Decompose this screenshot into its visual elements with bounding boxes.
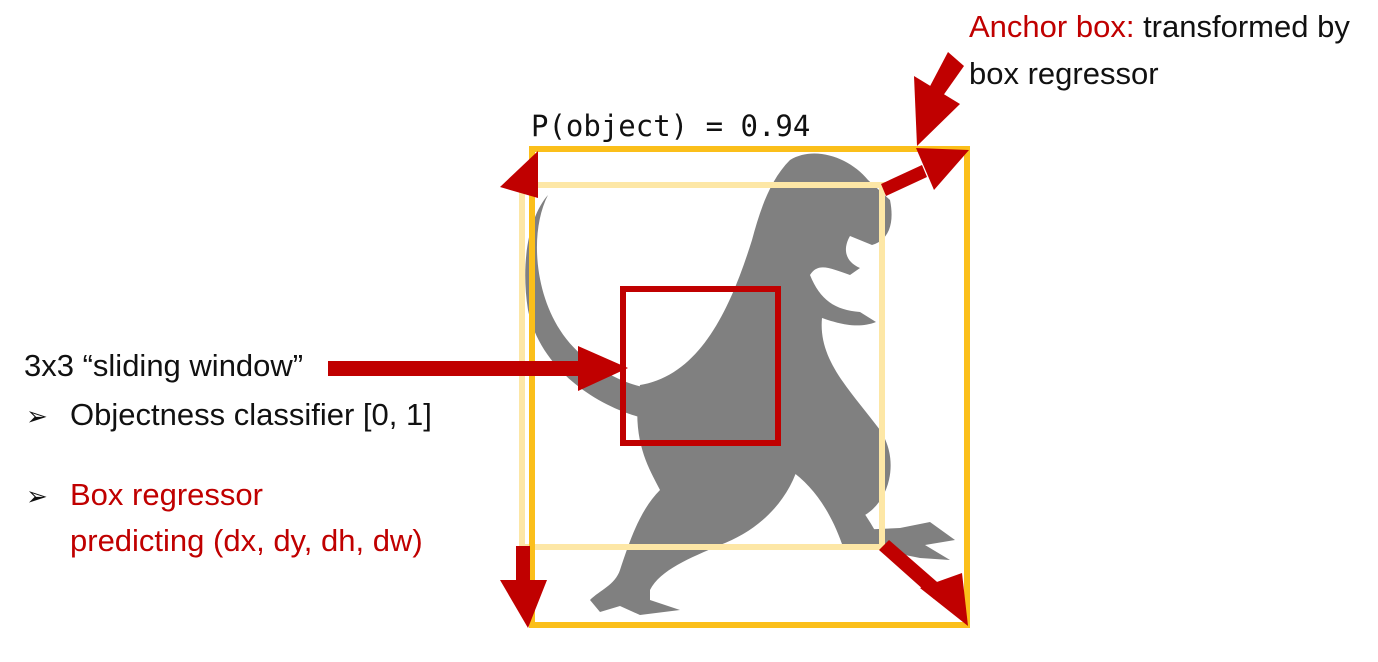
anchor-box-caption: Anchor box: transformed by — [969, 8, 1378, 46]
arrow-bullet-icon: ➢ — [26, 481, 48, 511]
predicted-box — [529, 146, 970, 628]
regressor-label-line1: Box regressor — [70, 477, 263, 512]
sliding-window-arrow — [328, 346, 628, 391]
regressor-bullet: ➢ Box regressor — [26, 476, 263, 515]
anchor-label-arrow — [914, 52, 964, 146]
sliding-window-label: 3x3 “sliding window” — [24, 348, 304, 383]
anchor-box-caption-line2: box regressor — [969, 56, 1159, 91]
bottom-right-corner-arrow — [879, 540, 968, 626]
top-left-corner-arrow — [500, 151, 538, 198]
anchor-box-caption-prefix: Anchor box: — [969, 9, 1135, 44]
regressor-label-line2: predicting (dx, dy, dh, dw) — [70, 523, 423, 558]
objectness-label: Objectness classifier [0, 1] — [70, 397, 432, 432]
arrow-bullet-icon: ➢ — [26, 401, 48, 431]
objectness-probability-label: P(object) = 0.94 — [531, 109, 811, 143]
objectness-bullet: ➢ Objectness classifier [0, 1] — [26, 396, 432, 435]
anchor-box-caption-rest: transformed by — [1143, 9, 1350, 44]
top-right-corner-arrow — [881, 148, 969, 196]
bottom-left-corner-arrow — [500, 546, 547, 628]
